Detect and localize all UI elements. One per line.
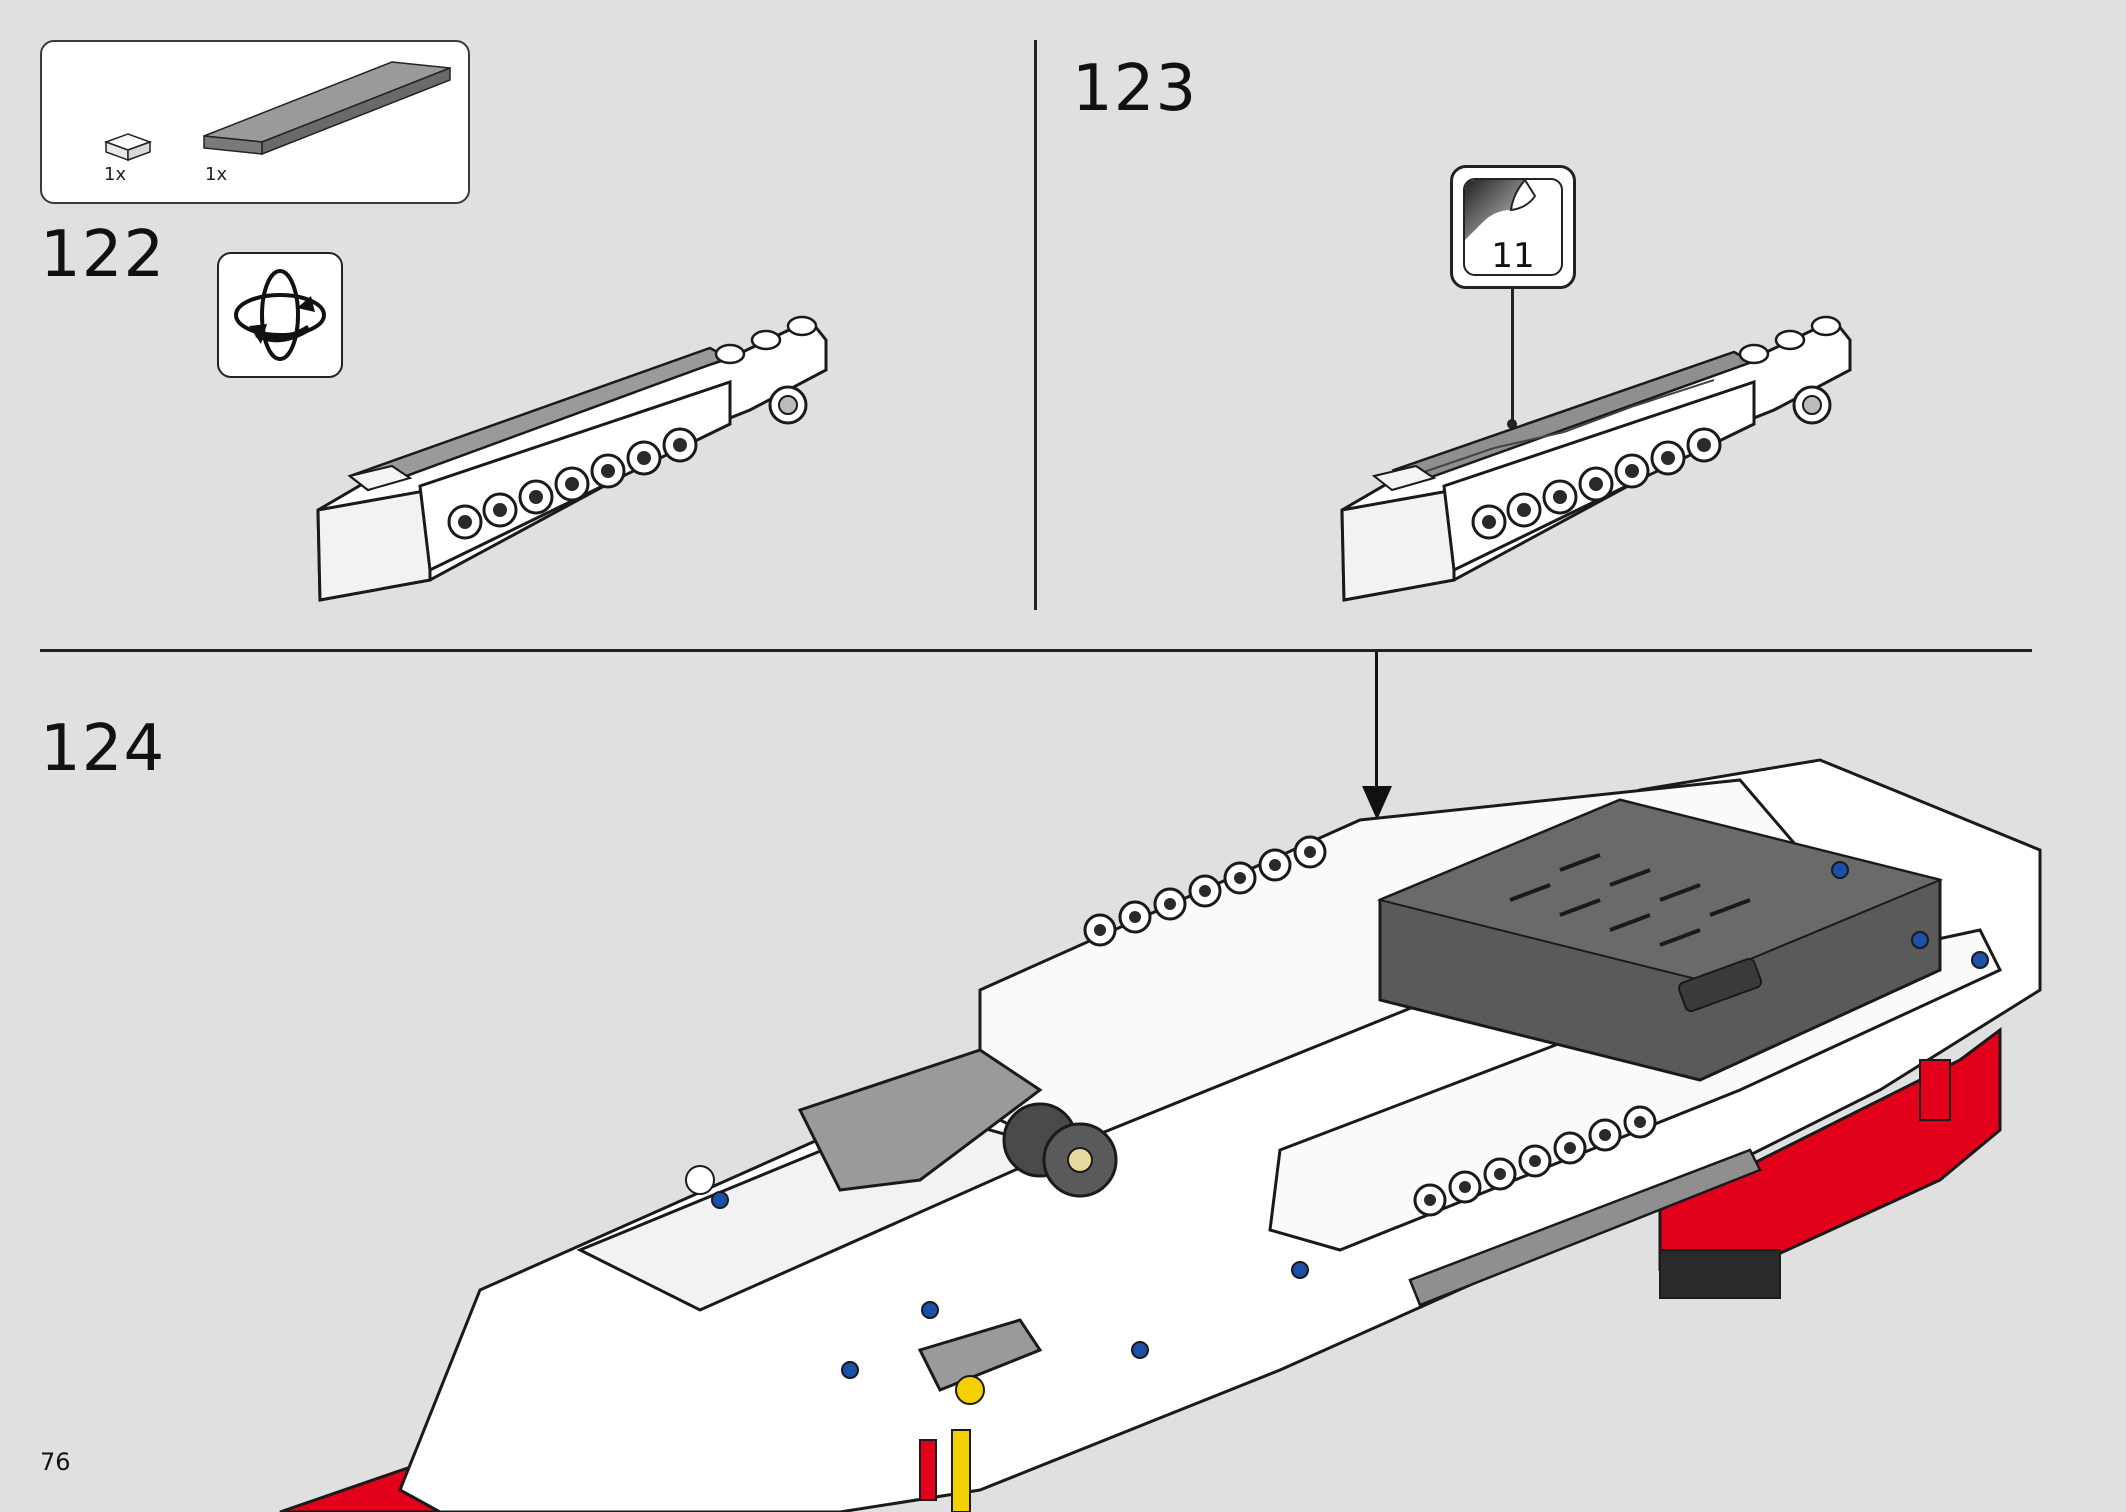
rotate-callout — [217, 252, 343, 378]
horizontal-divider — [40, 649, 2032, 652]
step-number-123: 123 — [1072, 52, 1198, 126]
sticker-leader-line — [1511, 289, 1514, 423]
parts-list-box: 1x 1x — [40, 40, 470, 204]
white-tile-1x1-icon — [103, 133, 153, 162]
sticker-frame: 11 — [1463, 178, 1563, 276]
step-123-beam-assembly — [1340, 315, 1852, 602]
sticker-peel-icon — [1465, 180, 1537, 240]
sticker-number: 11 — [1491, 236, 1535, 276]
part-count-1: 1x — [104, 164, 127, 185]
step-number-124: 124 — [40, 712, 166, 786]
sticker-callout: 11 — [1450, 165, 1576, 289]
step-124-chassis-assembly — [279, 758, 2042, 1512]
gray-tile-1x8-icon — [203, 61, 451, 156]
sticker-leader-dot — [1507, 419, 1517, 429]
page-number: 76 — [40, 1448, 71, 1476]
step-122-beam-assembly — [316, 315, 828, 602]
assembly-arrow-line — [1375, 652, 1378, 792]
rotate-model-icon — [234, 269, 326, 361]
step-number-122: 122 — [40, 218, 166, 292]
assembly-arrow-head-icon — [1362, 786, 1392, 820]
vertical-divider — [1034, 40, 1037, 610]
part-count-2: 1x — [205, 164, 228, 185]
